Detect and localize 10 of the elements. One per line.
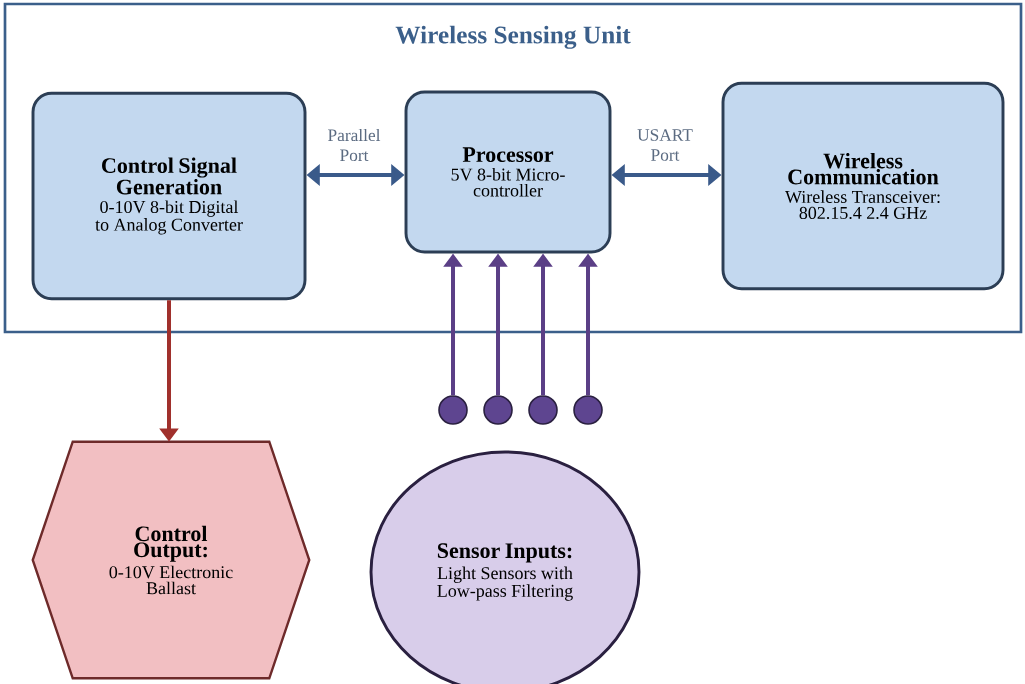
process-box: Processor 5V 8-bit Micro-controller xyxy=(404,90,612,254)
connector-dot xyxy=(483,395,513,425)
output-hexagon: Control Output: 0-10V Electronic Ballast xyxy=(31,440,311,680)
process-box: Wireless Communication Wireless Transceiver: 802.15.4 2.4 GHz xyxy=(721,81,1005,291)
process-box: Control Signal Generation 0-10V 8-bit Digital to Analog Converter xyxy=(31,91,307,301)
connector-dot xyxy=(573,395,603,425)
edge-label: Parallel Port xyxy=(320,127,388,163)
connector-dot xyxy=(438,395,468,425)
connector-dot xyxy=(528,395,558,425)
edge-label: USART Port xyxy=(631,127,699,163)
